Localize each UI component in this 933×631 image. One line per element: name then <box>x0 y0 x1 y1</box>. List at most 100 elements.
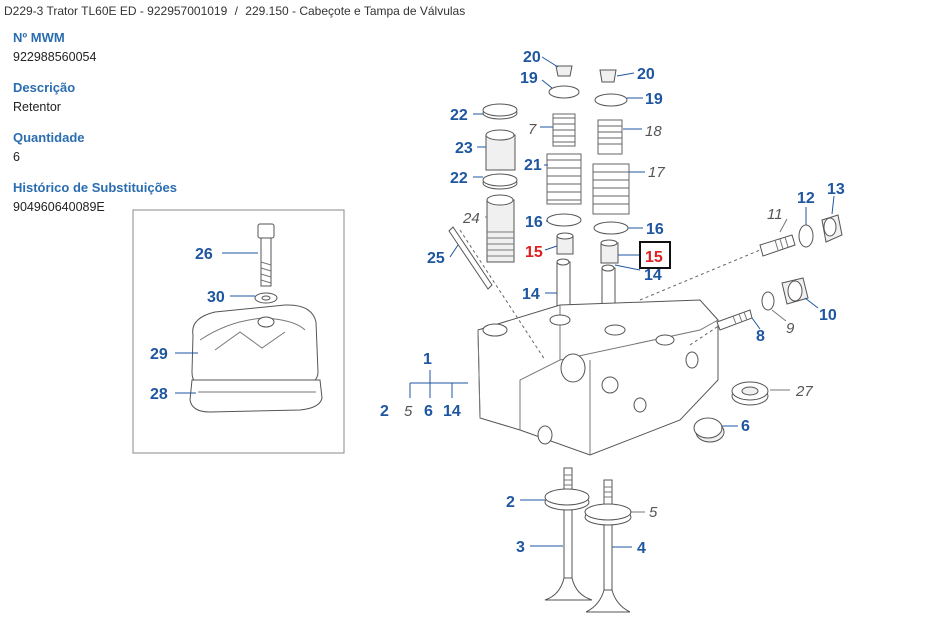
callout-23[interactable]: 23 <box>455 140 473 157</box>
valve-cap-part-20-left[interactable] <box>555 65 573 77</box>
callout-29[interactable]: 29 <box>150 346 168 363</box>
callout-26[interactable]: 26 <box>195 246 213 263</box>
callout-14[interactable]: 14 <box>443 403 461 420</box>
callout-20-left[interactable]: 20 <box>523 49 541 66</box>
callout-2-valve-seat[interactable]: 2 <box>506 494 515 511</box>
description-label: Descrição <box>13 80 76 95</box>
seat-ring-part-2[interactable] <box>544 488 590 511</box>
seal-part-15-left[interactable] <box>556 232 574 255</box>
clamp-part-22-upper[interactable] <box>482 103 518 120</box>
callout-10[interactable]: 10 <box>819 307 837 324</box>
callout-15-left[interactable]: 15 <box>525 244 543 261</box>
callout-24[interactable]: 24 <box>462 210 480 227</box>
leader-10 <box>804 297 819 309</box>
callout-19-left[interactable]: 19 <box>520 70 538 87</box>
callout-1[interactable]: 1 <box>423 351 432 368</box>
callout-22-lower[interactable]: 22 <box>450 170 468 187</box>
seal-part-15-right[interactable] <box>600 239 619 264</box>
tube-part-24[interactable] <box>486 194 515 263</box>
spring-part-21[interactable] <box>546 153 582 205</box>
nut-part-13[interactable] <box>821 214 843 243</box>
leader-15a <box>544 245 558 251</box>
callout-25[interactable]: 25 <box>427 250 445 267</box>
gasket-part-28[interactable] <box>189 379 323 413</box>
callout-19-right[interactable]: 19 <box>645 91 663 108</box>
stud-part-25[interactable] <box>448 226 493 290</box>
ring-part-27[interactable] <box>731 381 769 406</box>
guide-part-14-left[interactable] <box>556 258 571 313</box>
stud-part-8[interactable] <box>716 309 753 331</box>
callout-9[interactable]: 9 <box>786 320 795 337</box>
callout-15-selected[interactable]: 15 <box>645 249 663 266</box>
leader-11 <box>779 218 788 233</box>
dash-line-upper <box>639 249 761 301</box>
valve-part-3[interactable] <box>544 467 593 601</box>
callout-27[interactable]: 27 <box>795 383 813 400</box>
callout-21[interactable]: 21 <box>524 157 542 174</box>
callout-3[interactable]: 3 <box>516 539 525 556</box>
washer-part-12[interactable] <box>798 224 814 248</box>
mwm-number-label: Nº MWM <box>13 30 65 45</box>
nut-part-10[interactable] <box>781 277 809 305</box>
callout-18[interactable]: 18 <box>645 123 662 140</box>
breadcrumb: D229-3 Trator TL60E ED - 922957001019 / … <box>4 4 465 18</box>
leader-8 <box>751 317 761 330</box>
callout-14-left-guide[interactable]: 14 <box>522 286 540 303</box>
spring-part-7[interactable] <box>552 113 576 147</box>
dash-line-stud <box>459 229 546 361</box>
clamp-part-22-lower[interactable] <box>482 173 518 190</box>
cylinder-head-part-1[interactable] <box>477 299 719 456</box>
callout-30[interactable]: 30 <box>207 289 225 306</box>
leader-19a <box>541 79 553 89</box>
breadcrumb-group[interactable]: 229.150 - Cabeçote e Tampa de Válvulas <box>245 4 466 18</box>
callout-16-left[interactable]: 16 <box>525 214 543 231</box>
bolt-part-26[interactable] <box>257 223 275 287</box>
callout-12[interactable]: 12 <box>797 190 815 207</box>
leader-25 <box>449 244 459 258</box>
seat-ring-part-5[interactable] <box>584 503 632 526</box>
leader-20a <box>541 56 559 68</box>
breadcrumb-separator: / <box>234 4 238 18</box>
leader-13 <box>831 195 835 215</box>
sleeve-part-23[interactable] <box>485 129 516 171</box>
retainer-part-19-right[interactable] <box>594 93 628 107</box>
washer-part-16-right[interactable] <box>593 221 629 235</box>
callout-11[interactable]: 11 <box>767 206 783 223</box>
callout-6[interactable]: 6 <box>424 403 433 420</box>
callout-14-right-guide[interactable]: 14 <box>644 267 662 284</box>
callout-2[interactable]: 2 <box>380 403 389 420</box>
history-label: Histórico de Substituições <box>13 180 177 195</box>
insert-part-6[interactable] <box>693 417 725 443</box>
callout-5[interactable]: 5 <box>404 403 413 420</box>
callout-7[interactable]: 7 <box>528 121 537 138</box>
stud-part-11[interactable] <box>759 234 796 257</box>
leader-20b <box>616 72 635 77</box>
breadcrumb-model[interactable]: D229-3 Trator TL60E ED - 922957001019 <box>4 4 228 18</box>
quantity-label: Quantidade <box>13 130 85 145</box>
callout-6-insert[interactable]: 6 <box>741 418 750 435</box>
callout-22-upper[interactable]: 22 <box>450 107 468 124</box>
valve-cap-part-20-right[interactable] <box>599 69 617 83</box>
leader-14b <box>614 264 641 271</box>
callout-17[interactable]: 17 <box>648 164 665 181</box>
description-value: Retentor <box>13 100 61 114</box>
washer-part-9[interactable] <box>761 291 775 311</box>
callout-16-right[interactable]: 16 <box>646 221 664 238</box>
callout-20-right[interactable]: 20 <box>637 66 655 83</box>
callout-8[interactable]: 8 <box>756 328 765 345</box>
selected-part-highlight <box>639 241 671 269</box>
quantity-value: 6 <box>13 150 20 164</box>
callout-5-valve-seat[interactable]: 5 <box>649 504 658 521</box>
spring-part-18[interactable] <box>597 119 623 155</box>
dash-line-lower <box>689 324 721 346</box>
callout-4[interactable]: 4 <box>637 540 646 557</box>
retainer-part-19-left[interactable] <box>548 85 580 99</box>
valve-cover-part-29[interactable] <box>191 304 319 389</box>
callout-13[interactable]: 13 <box>827 181 845 198</box>
mwm-number-value: 922988560054 <box>13 50 97 64</box>
valve-part-4[interactable] <box>585 479 631 613</box>
callout-28[interactable]: 28 <box>150 386 168 403</box>
spring-part-17[interactable] <box>592 163 630 215</box>
washer-part-16-left[interactable] <box>546 213 582 227</box>
